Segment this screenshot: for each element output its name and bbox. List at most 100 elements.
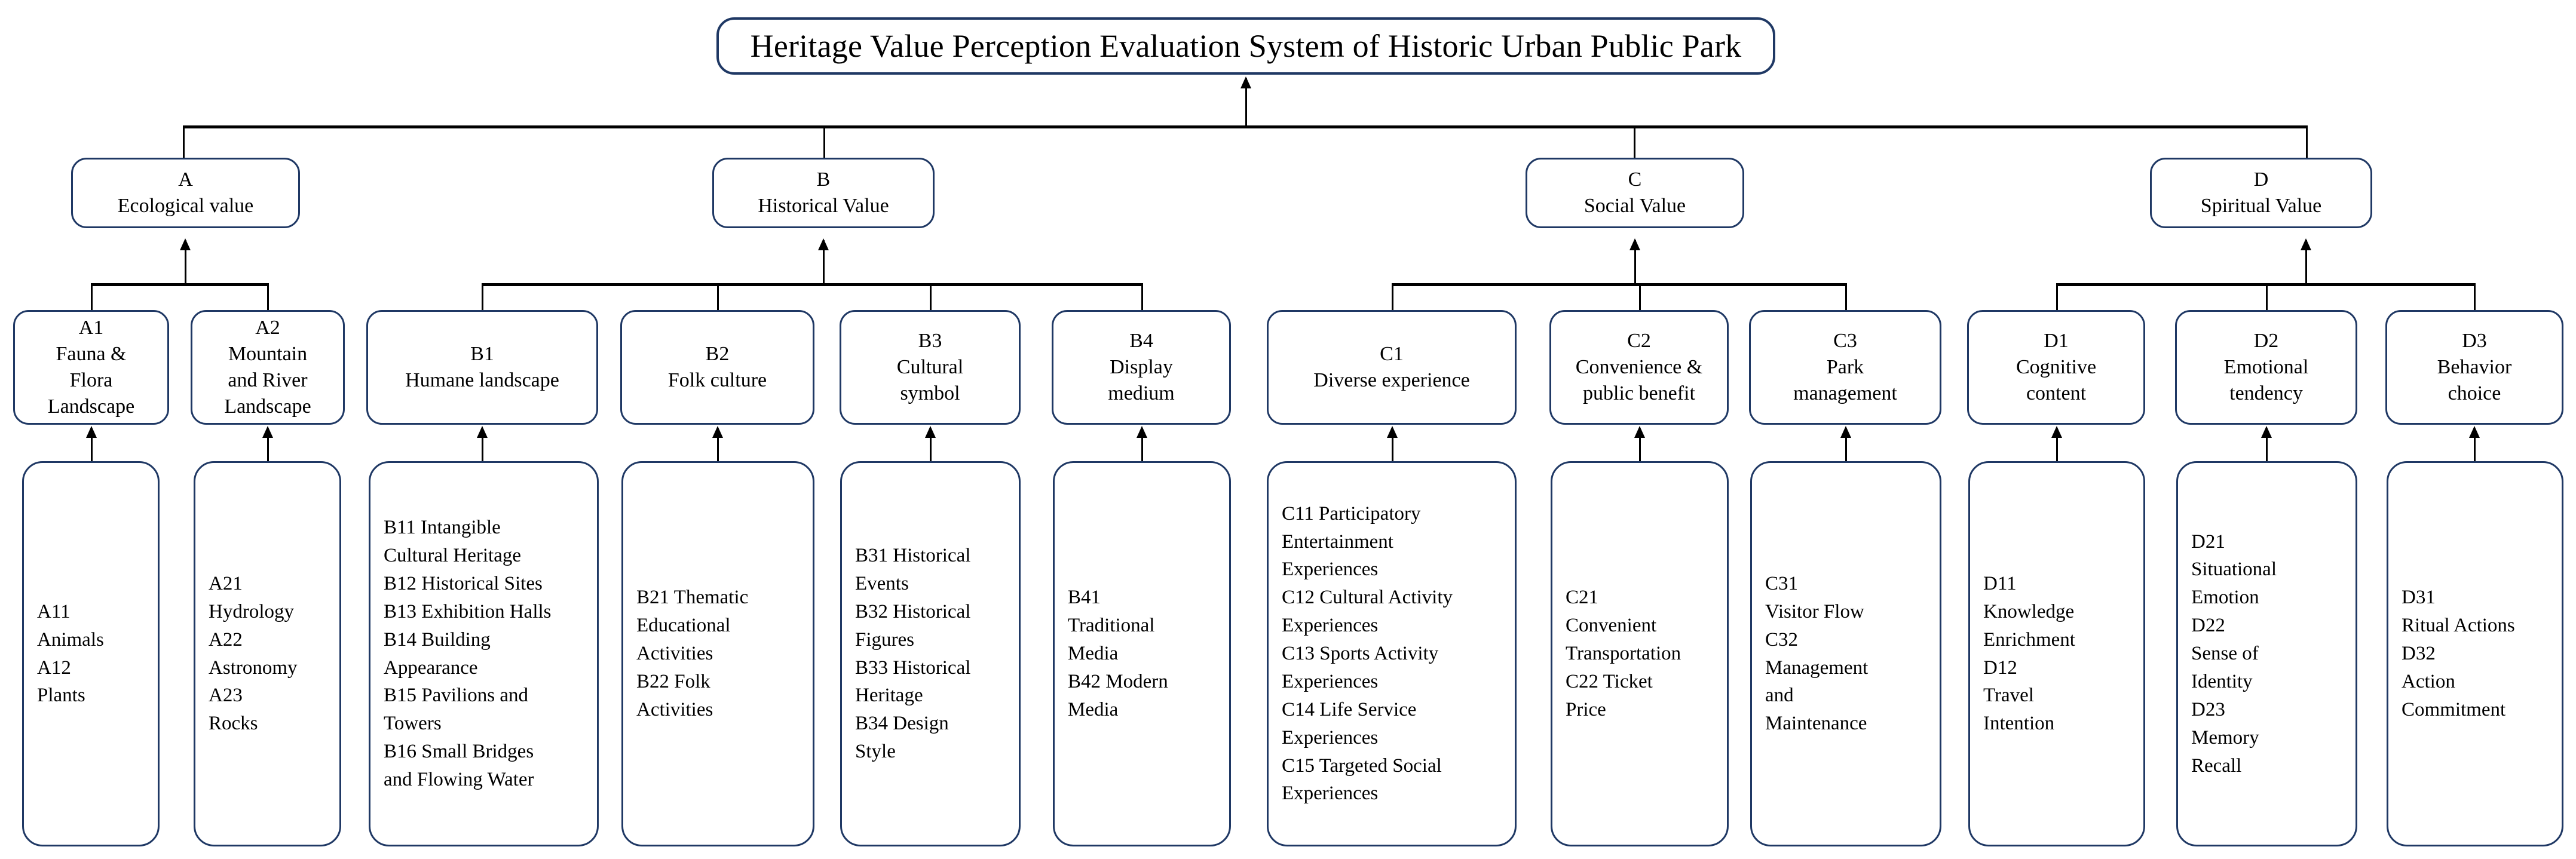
level3-node-d1-label: D1 Cognitive content xyxy=(2016,329,2097,405)
level3-node-b3-cultural-symbol[interactable]: B3 Cultural symbol xyxy=(840,310,1021,425)
connector-leaf-b2 xyxy=(717,429,719,462)
connector-d3-drop xyxy=(2474,283,2476,311)
connector-a-stem xyxy=(185,240,186,286)
connector-leaf-a2 xyxy=(267,429,269,462)
leaf-node-a1-items[interactable]: A11 Animals A12 Plants xyxy=(22,461,160,846)
level3-node-c3-label: C3 Park management xyxy=(1793,329,1897,405)
connector-leaf-b4-arrowhead xyxy=(1137,426,1147,438)
level3-node-a2-label: A2 Mountain and River Landscape xyxy=(224,316,311,418)
leaf-node-d2-items[interactable]: D21 Situational Emotion D22 Sense of Ide… xyxy=(2176,461,2357,846)
connector-leaf-d1-arrowhead xyxy=(2051,426,2062,438)
level2-node-d-spiritual-value[interactable]: D Spiritual Value xyxy=(2150,158,2372,228)
leaf-node-d3-items[interactable]: D31 Ritual Actions D32 Action Commitment xyxy=(2387,461,2563,846)
leaf-node-b3-items[interactable]: B31 Historical Events B32 Historical Fig… xyxy=(840,461,1021,846)
leaf-node-a2-items[interactable]: A21 Hydrology A22 Astronomy A23 Rocks xyxy=(194,461,341,846)
level3-node-a2-mountain-river-landscape[interactable]: A2 Mountain and River Landscape xyxy=(191,310,345,425)
leaf-node-c2-label: C21 Convenient Transportation C22 Ticket… xyxy=(1566,587,1681,720)
leaf-node-d1-items[interactable]: D11 Knowledge Enrichment D12 Travel Inte… xyxy=(1968,461,2145,846)
level3-node-b1-label: B1 Humane landscape xyxy=(405,342,559,391)
leaf-node-a1-label: A11 Animals A12 Plants xyxy=(37,600,104,707)
connector-leaf-c1-arrowhead xyxy=(1387,426,1398,438)
connector-a2-drop xyxy=(267,283,269,311)
connector-leaf-c2-arrowhead xyxy=(1634,426,1645,438)
connector-drop-a xyxy=(183,125,185,158)
leaf-node-b4-label: B41 Traditional Media B42 Modern Media xyxy=(1068,587,1168,720)
level3-node-a1-label: A1 Fauna & Flora Landscape xyxy=(47,316,135,418)
leaf-node-d1-label: D11 Knowledge Enrichment D12 Travel Inte… xyxy=(1983,572,2075,735)
connector-leaf-d3 xyxy=(2474,429,2476,462)
connector-b4-drop xyxy=(1141,283,1143,311)
leaf-node-a2-label: A21 Hydrology A22 Astronomy A23 Rocks xyxy=(209,572,298,735)
connector-drop-c xyxy=(1634,125,1635,158)
level3-node-b2-folk-culture[interactable]: B2 Folk culture xyxy=(620,310,814,425)
connector-d2-drop xyxy=(2266,283,2268,311)
connector-b-arrowhead xyxy=(818,238,829,250)
connector-leaf-b4 xyxy=(1141,429,1143,462)
level3-node-c1-label: C1 Diverse experience xyxy=(1313,342,1470,391)
root-node-heritage-evaluation-system[interactable]: Heritage Value Perception Evaluation Sys… xyxy=(716,17,1775,75)
connector-b-bracket xyxy=(482,283,1143,286)
connector-leaf-a2-arrowhead xyxy=(262,426,273,438)
connector-c2-drop xyxy=(1639,283,1641,311)
level3-node-c1-diverse-experience[interactable]: C1 Diverse experience xyxy=(1267,310,1517,425)
connector-c3-drop xyxy=(1845,283,1847,311)
connector-leaf-b1-arrowhead xyxy=(477,426,488,438)
connector-leaf-d2 xyxy=(2266,429,2268,462)
level3-node-c2-label: C2 Convenience & public benefit xyxy=(1575,329,1703,405)
connector-leaf-b3-arrowhead xyxy=(925,426,936,438)
level3-node-d2-emotional-tendency[interactable]: D2 Emotional tendency xyxy=(2175,310,2357,425)
connector-c-bracket xyxy=(1392,283,1847,286)
level3-node-b3-label: B3 Cultural symbol xyxy=(896,329,964,405)
leaf-node-b2-items[interactable]: B21 Thematic Educational Activities B22 … xyxy=(621,461,814,846)
connector-leaf-c1 xyxy=(1392,429,1393,462)
leaf-node-b4-items[interactable]: B41 Traditional Media B42 Modern Media xyxy=(1053,461,1231,846)
level3-node-c3-park-management[interactable]: C3 Park management xyxy=(1749,310,1941,425)
level2-node-d-label: D Spiritual Value xyxy=(2200,168,2322,217)
leaf-node-d2-label: D21 Situational Emotion D22 Sense of Ide… xyxy=(2191,530,2277,777)
connector-d-stem xyxy=(2305,240,2307,286)
level3-node-d3-behavior-choice[interactable]: D3 Behavior choice xyxy=(2385,310,2563,425)
connector-a-arrowhead xyxy=(180,238,191,250)
level2-node-c-label: C Social Value xyxy=(1583,168,1686,217)
connector-leaf-b3 xyxy=(930,429,932,462)
level3-node-b4-display-medium[interactable]: B4 Display medium xyxy=(1052,310,1231,425)
level3-node-d2-label: D2 Emotional tendency xyxy=(2223,329,2309,405)
connector-leaf-a1-arrowhead xyxy=(86,426,97,438)
leaf-node-d3-label: D31 Ritual Actions D32 Action Commitment xyxy=(2402,587,2515,720)
connector-leaf-a1 xyxy=(91,429,93,462)
level3-node-d1-cognitive-content[interactable]: D1 Cognitive content xyxy=(1967,310,2145,425)
level3-node-b2-label: B2 Folk culture xyxy=(667,342,767,391)
leaf-node-c3-items[interactable]: C31 Visitor Flow C32 Management and Main… xyxy=(1750,461,1941,846)
connector-b2-drop xyxy=(717,283,719,311)
leaf-node-c1-label: C11 Participatory Entertainment Experien… xyxy=(1282,502,1453,805)
level3-node-b1-humane-landscape[interactable]: B1 Humane landscape xyxy=(366,310,598,425)
connector-leaf-d3-arrowhead xyxy=(2469,426,2480,438)
connector-a1-drop xyxy=(91,283,93,311)
level3-node-a1-fauna-flora-landscape[interactable]: A1 Fauna & Flora Landscape xyxy=(13,310,169,425)
connector-leaf-d1 xyxy=(2056,429,2058,462)
level2-node-c-social-value[interactable]: C Social Value xyxy=(1526,158,1744,228)
connector-drop-d xyxy=(2306,125,2308,158)
connector-leaf-c3 xyxy=(1845,429,1847,462)
level2-node-b-historical-value[interactable]: B Historical Value xyxy=(712,158,935,228)
level3-node-c2-convenience-public-benefit[interactable]: C2 Convenience & public benefit xyxy=(1549,310,1729,425)
connector-leaf-c3-arrowhead xyxy=(1840,426,1851,438)
leaf-node-b1-items[interactable]: B11 Intangible Cultural Heritage B12 His… xyxy=(369,461,599,846)
connector-root-arrowhead xyxy=(1240,76,1251,88)
leaf-node-c2-items[interactable]: C21 Convenient Transportation C22 Ticket… xyxy=(1551,461,1729,846)
connector-drop-b xyxy=(823,125,825,158)
level3-node-b4-label: B4 Display medium xyxy=(1108,329,1175,405)
connector-bus-level1 xyxy=(183,125,2308,128)
connector-c-stem xyxy=(1634,240,1636,286)
leaf-node-c1-items[interactable]: C11 Participatory Entertainment Experien… xyxy=(1267,461,1517,846)
connector-d-arrowhead xyxy=(2301,238,2311,250)
level3-node-d3-label: D3 Behavior choice xyxy=(2437,329,2512,405)
connector-leaf-b2-arrowhead xyxy=(712,426,723,438)
connector-leaf-c2 xyxy=(1639,429,1641,462)
connector-leaf-b1 xyxy=(482,429,483,462)
connector-b1-drop xyxy=(482,283,483,311)
leaf-node-b1-label: B11 Intangible Cultural Heritage B12 His… xyxy=(384,517,552,790)
level2-node-a-ecological-value[interactable]: A Ecological value xyxy=(71,158,300,228)
connector-leaf-d2-arrowhead xyxy=(2261,426,2272,438)
